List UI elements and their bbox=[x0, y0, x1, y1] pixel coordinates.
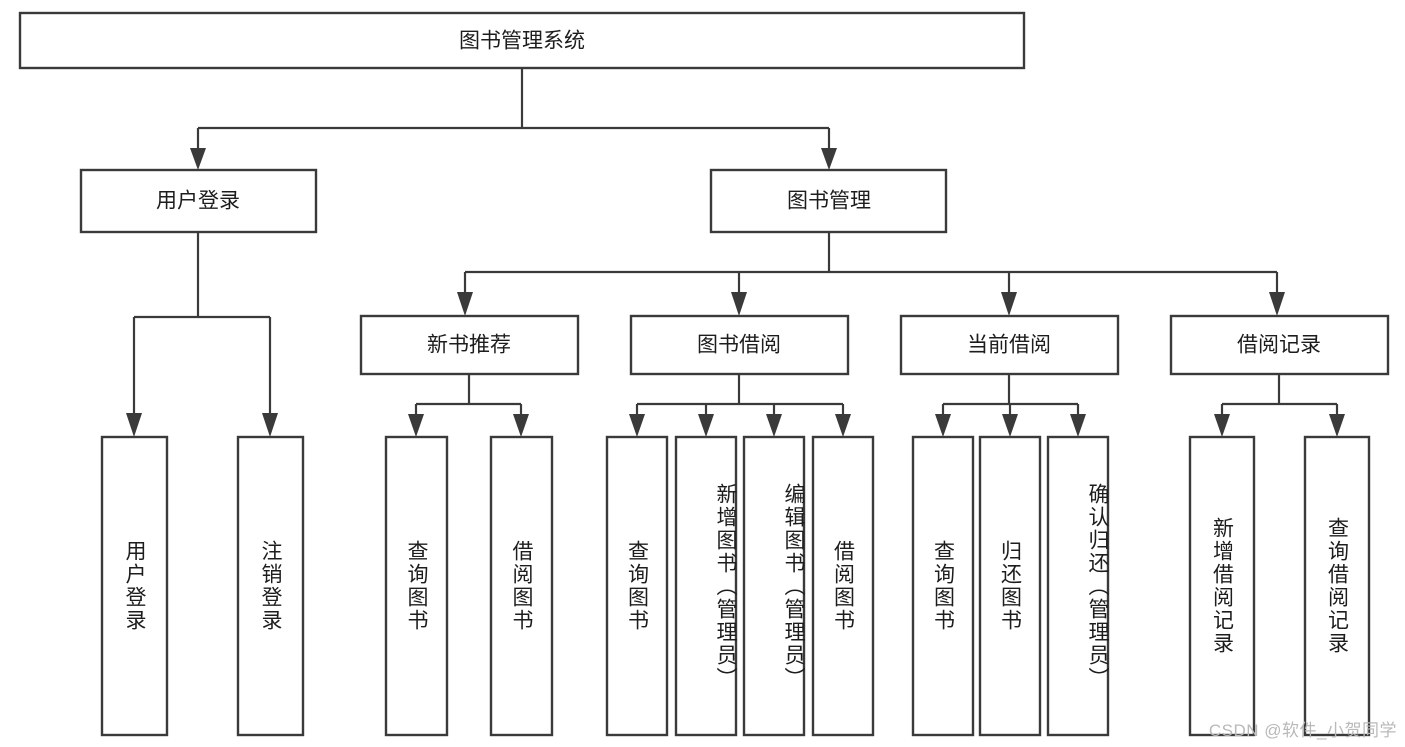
node-user-login-box[interactable] bbox=[79, 168, 318, 234]
arrow-head-borrow-leaf-1 bbox=[629, 414, 645, 437]
node-book-management-box[interactable] bbox=[709, 168, 948, 234]
arrow-head-book-mgmt bbox=[821, 148, 837, 170]
arrow-head-recommend-leaf-2 bbox=[513, 414, 529, 437]
arrow-head-user-login-leaf-2 bbox=[262, 413, 278, 437]
arrow-head-records-leaf-2 bbox=[1329, 414, 1345, 437]
arrow-head-borrow-leaf-2 bbox=[698, 414, 714, 437]
leaf-user-login-1-box[interactable] bbox=[100, 435, 169, 737]
arrow-head-recommend-leaf-1 bbox=[408, 414, 424, 437]
leaf-recommend-2-box[interactable] bbox=[489, 435, 554, 737]
arrow-head-borrow-leaf-3 bbox=[766, 414, 782, 437]
leaf-borrow-1-box[interactable] bbox=[605, 435, 669, 737]
leaf-current-2-box[interactable] bbox=[978, 435, 1042, 737]
arrow-head-l3-1 bbox=[457, 292, 473, 316]
arrow-head-borrow-leaf-4 bbox=[835, 414, 851, 437]
connector-layer bbox=[126, 68, 1345, 437]
node-book-borrow-label: 图书借阅 bbox=[697, 334, 781, 357]
node-current-borrow-box[interactable] bbox=[899, 314, 1120, 376]
node-borrow-records-box[interactable] bbox=[1169, 314, 1390, 376]
arrow-head-current-leaf-3 bbox=[1070, 414, 1086, 437]
csdn-watermark: CSDN @软件_小贺同学 bbox=[1208, 721, 1397, 740]
leaf-user-login-2-box[interactable] bbox=[236, 435, 305, 737]
arrow-head-records-leaf-1 bbox=[1214, 414, 1230, 437]
leaf-current-3-box[interactable] bbox=[1046, 435, 1110, 737]
leaf-recommend-1-box[interactable] bbox=[384, 435, 449, 737]
node-layer: 图书管理系统 用户登录 图书管理 新书推荐 图书借阅 当前借阅 借阅记录 bbox=[18, 11, 1390, 737]
arrow-head-l3-2 bbox=[731, 292, 747, 316]
leaf-records-1-box[interactable] bbox=[1188, 435, 1256, 737]
arrow-head-l3-4 bbox=[1269, 292, 1285, 316]
arrow-head-user-login bbox=[190, 148, 206, 170]
node-book-management-label: 图书管理 bbox=[787, 190, 871, 213]
node-user-login-label: 用户登录 bbox=[156, 190, 240, 213]
node-root-label: 图书管理系统 bbox=[459, 30, 585, 53]
arrow-head-user-login-leaf-1 bbox=[126, 413, 142, 437]
node-borrow-records-label: 借阅记录 bbox=[1237, 334, 1321, 357]
arrow-head-l3-3 bbox=[1001, 292, 1017, 316]
leaf-borrow-4-box[interactable] bbox=[811, 435, 875, 737]
arrow-head-current-leaf-2 bbox=[1002, 414, 1018, 437]
node-current-borrow-label: 当前借阅 bbox=[967, 334, 1051, 357]
node-book-borrow-box[interactable] bbox=[629, 314, 850, 376]
leaf-current-1-box[interactable] bbox=[911, 435, 975, 737]
arrow-head-current-leaf-1 bbox=[935, 414, 951, 437]
node-root-box[interactable] bbox=[18, 11, 1026, 70]
leaf-records-2-box[interactable] bbox=[1303, 435, 1371, 737]
leaf-borrow-2-box[interactable] bbox=[674, 435, 738, 737]
node-new-book-recommend-box[interactable] bbox=[359, 314, 580, 376]
leaf-borrow-3-box[interactable] bbox=[742, 435, 806, 737]
node-new-book-recommend-label: 新书推荐 bbox=[427, 334, 511, 357]
